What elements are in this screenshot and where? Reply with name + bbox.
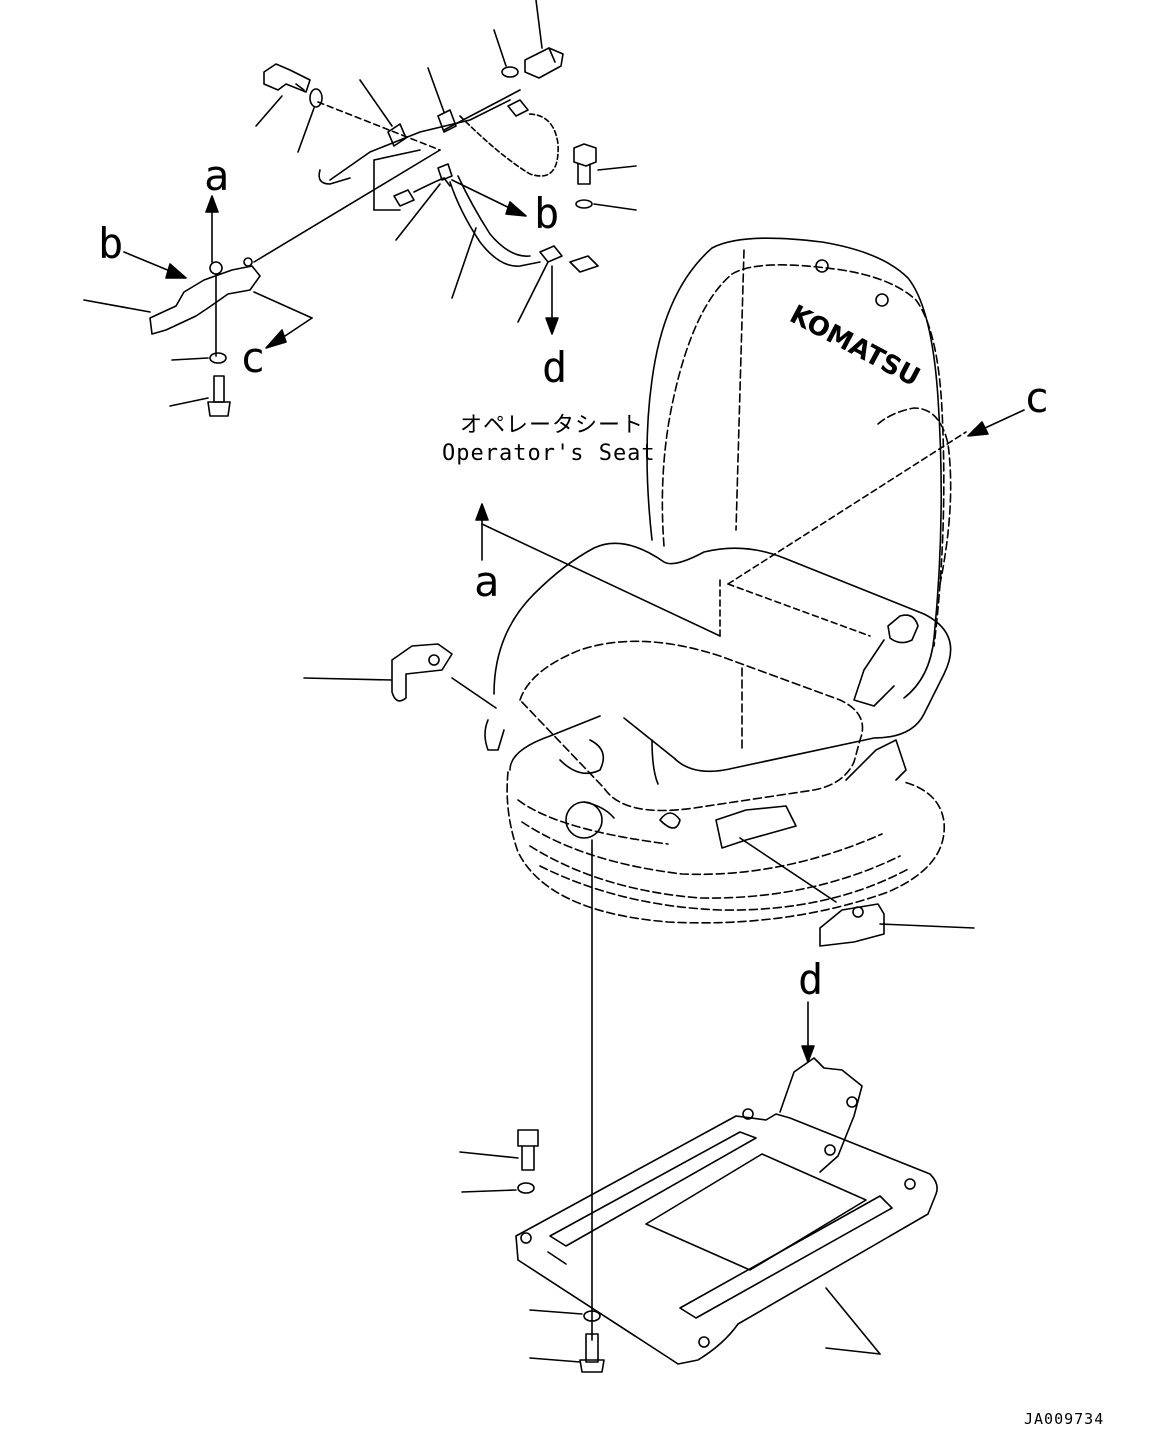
bolt-right-harness (573, 143, 637, 185)
drawing-code: JA009734 (1024, 1410, 1104, 1428)
clamp-lower (539, 245, 563, 263)
view-label-d-harness: d (542, 343, 567, 392)
harness-assembly (255, 0, 637, 335)
washer-base-top (517, 1182, 535, 1194)
bolt-top-left (255, 63, 311, 127)
connector-left-harness (393, 189, 415, 207)
view-label-c-bracket: c (240, 333, 265, 382)
view-label-a-top: a (204, 151, 229, 200)
connector-small (507, 99, 529, 117)
bolt-base-top (459, 1129, 539, 1171)
washer-right-harness (575, 199, 593, 209)
clamp-mid (437, 163, 453, 181)
clamp-upper-left (387, 123, 407, 147)
seat-lever (887, 614, 919, 644)
caption-japanese: オペレータシート (460, 413, 644, 438)
clamp-upper-right (437, 109, 457, 133)
view-label-c-seat: c (1024, 373, 1049, 422)
washer-bracket (209, 352, 227, 364)
view-label-b-left: b (98, 219, 123, 268)
view-label-b-right: b (534, 189, 559, 238)
washer-base-bottom (583, 1310, 601, 1322)
operator-seat (481, 237, 967, 924)
view-label-d-base: d (798, 955, 823, 1004)
brand-logo: KOMATSU (785, 300, 925, 393)
washer-top-right (501, 66, 519, 78)
spacer-right (819, 903, 975, 947)
washer-top-left (309, 88, 323, 108)
spacer-left (303, 643, 497, 709)
seat-bracket-left (83, 149, 441, 357)
view-label-a-seat: a (474, 557, 499, 606)
caption-english: Operator's Seat (442, 441, 656, 466)
bolt-base-bottom (529, 1333, 605, 1373)
connector-right-harness (569, 255, 599, 273)
bolt-bracket (169, 375, 231, 417)
bolt-top-right (524, 0, 564, 79)
base-plate (515, 1057, 938, 1365)
